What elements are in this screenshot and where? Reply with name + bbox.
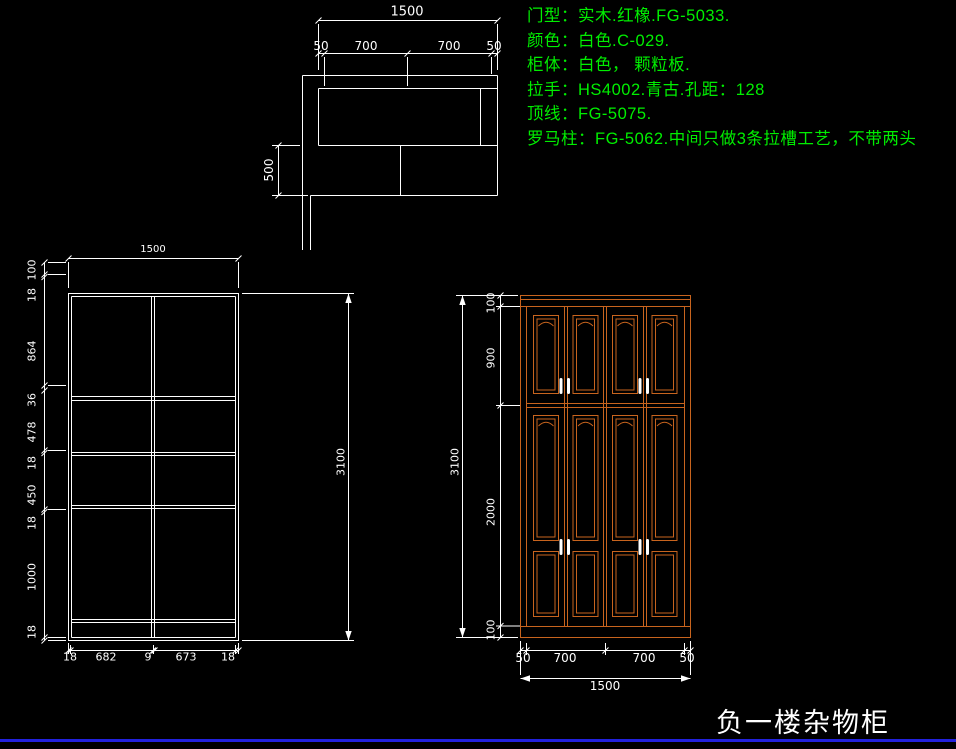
dim-plan-depth: 500 [262,158,276,182]
dim-left-side-6: 18 [25,456,39,470]
door-handles [559,378,649,555]
dim-left-width-top: 1500 [140,244,166,255]
note-line-color: 颜色：白色.C-029. [527,31,670,50]
dim-left-bottom-2: 682 [95,650,117,664]
dim-left-bottom-5: 18 [221,650,235,664]
left-elevation [68,293,239,641]
dim-right-bottom-2: 700 [553,651,577,665]
dim-right-side-3: 2000 [484,498,498,526]
dim-right-side-4: 100 [484,619,498,641]
right-elevation-dimensions [456,292,694,682]
note-line-carcass: 柜体：白色， 颗粒板. [527,56,691,75]
left-elevation-dimensions [41,255,354,654]
dim-right-side-1: 100 [484,292,498,314]
dim-left-side-4: 36 [25,393,39,407]
dim-left-side-3: 864 [25,340,39,362]
note-line-roman-column: 罗马柱：FG-5062.中间只做3条拉槽工艺，不带两头 [527,129,917,148]
spec-notes: 门型：实木.红橡.FG-5033. 颜色：白色.C-029. 柜体：白色， 颗粒… [527,4,916,152]
note-line-crown: 顶线：FG-5075. [527,105,652,124]
dim-left-side-1: 100 [25,259,39,281]
dim-right-bottom-3: 700 [632,651,656,665]
note-line-door-type: 门型：实木.红橡.FG-5033. [527,7,730,25]
dim-right-bottom-1: 50 [515,651,531,665]
dim-left-side-7: 450 [25,484,39,506]
dim-right-width-total: 1500 [589,679,621,693]
note-line-handle: 拉手：HS4002.青古.孔距：128 [527,80,765,99]
dim-left-side-5: 478 [25,421,39,443]
dim-right-side-2: 900 [484,347,498,369]
dim-left-bottom-1: 18 [63,650,77,664]
dim-left-bottom-3: 9 [144,650,152,664]
drawing-title: 负一楼杂物柜 [716,708,890,738]
dim-plan-seg-3: 700 [437,39,461,53]
dim-left-side-8: 18 [25,516,39,530]
dim-left-bottom-4: 673 [175,650,197,664]
dim-plan-seg-1: 50 [313,39,329,53]
dim-right-bottom-4: 50 [679,651,695,665]
dim-left-side-9: 1000 [25,563,39,591]
dim-plan-seg-4: 50 [486,39,502,53]
plan-view [302,75,498,250]
dim-left-side-10: 18 [25,625,39,639]
dim-left-height-total: 3100 [334,448,348,476]
dim-right-height-total: 3100 [448,448,462,476]
plan-dimensions [272,17,501,199]
dim-left-side-2: 18 [25,288,39,302]
bottom-divider-line [0,739,956,742]
dim-plan-total-width: 1500 [390,4,424,20]
dim-plan-seg-2: 700 [354,39,378,53]
right-elevation-doors [520,295,691,638]
